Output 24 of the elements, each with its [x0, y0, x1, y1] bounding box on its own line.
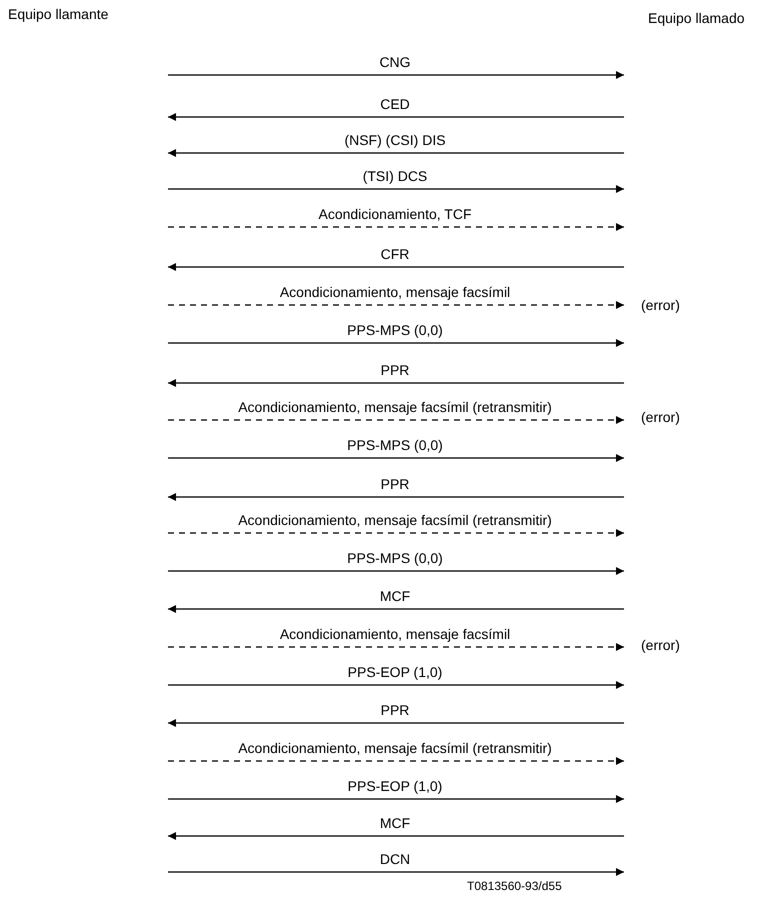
message-label: PPS-MPS (0,0)	[345, 550, 445, 566]
message-label: CFR	[378, 246, 412, 262]
figure-code: T0813560-93/d55	[467, 879, 562, 893]
message-label: (NSF) (CSI) DIS	[342, 132, 448, 148]
message-label: Acondicionamiento, TCF	[316, 206, 474, 222]
error-note: (error)	[641, 637, 680, 653]
message-label: PPR	[378, 702, 412, 718]
message-label: PPS-MPS (0,0)	[345, 322, 445, 338]
message-label: Acondicionamiento, mensaje facsímil (retransmitir)	[236, 740, 554, 756]
error-note: (error)	[641, 297, 680, 313]
error-note: (error)	[641, 409, 680, 425]
participant-label: Equipo llamante	[8, 6, 108, 22]
message-label: (TSI) DCS	[360, 168, 430, 184]
message-label: Acondicionamiento, mensaje facsímil	[278, 626, 512, 642]
message-label: Acondicionamiento, mensaje facsímil (retransmitir)	[236, 512, 554, 528]
message-label: Acondicionamiento, mensaje facsímil	[278, 284, 512, 300]
message-label: Acondicionamiento, mensaje facsímil (retransmitir)	[236, 399, 554, 415]
message-label: PPS-EOP (1,0)	[346, 664, 444, 680]
message-label: PPR	[378, 362, 412, 378]
message-label: PPR	[378, 476, 412, 492]
message-label: PPS-EOP (1,0)	[346, 778, 444, 794]
message-label: CED	[378, 96, 412, 112]
message-label: PPS-MPS (0,0)	[345, 437, 445, 453]
participant-label: Equipo llamado	[648, 10, 745, 26]
